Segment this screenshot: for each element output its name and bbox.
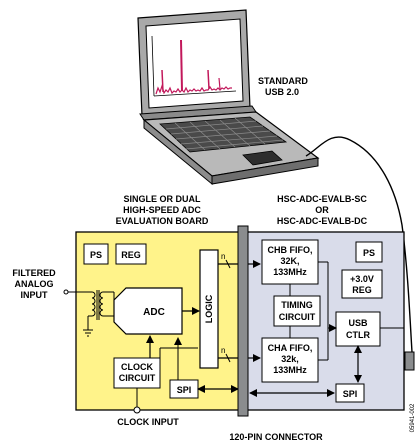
timing-circuit-line2: CIRCUIT bbox=[279, 312, 316, 322]
laptop-screen bbox=[145, 18, 244, 109]
clock-circuit-label-line2: CIRCUIT bbox=[119, 373, 156, 383]
clock-input-label: CLOCK INPUT bbox=[117, 417, 179, 427]
capture-reg-block bbox=[341, 269, 383, 299]
logic-label: LOGIC bbox=[204, 294, 214, 323]
usb-controller-line2: CTLR bbox=[346, 330, 370, 340]
laptop-icon bbox=[137, 9, 320, 186]
usb-plug bbox=[404, 351, 415, 371]
laptop-keyboard bbox=[159, 116, 288, 153]
eval-ps-block bbox=[83, 243, 109, 265]
timing-circuit-line1: TIMING bbox=[281, 300, 313, 310]
eval-spi-label: SPI bbox=[177, 385, 192, 395]
eval-board-title-line2: HIGH-SPEED ADC bbox=[123, 205, 201, 215]
chb-fifo-line2: 32K, bbox=[280, 256, 299, 266]
cha-fifo-line3: 133MHz bbox=[273, 365, 307, 375]
cha-fifo-block bbox=[261, 337, 319, 383]
eval-board-title-line3: EVALUATION BOARD bbox=[116, 216, 209, 226]
capture-ps-label: PS bbox=[363, 248, 375, 258]
eval-reg-label: REG bbox=[121, 250, 141, 260]
clock-circuit-label-line1: CLOCK bbox=[121, 362, 153, 372]
filtered-input-line3: INPUT bbox=[21, 290, 49, 300]
figure-id: 05941-002 bbox=[410, 403, 416, 432]
bus-width-bottom: n bbox=[221, 346, 225, 355]
spectrum-plot bbox=[151, 35, 237, 97]
cha-fifo-line1: CHA FIFO, bbox=[268, 343, 313, 353]
clock-input-connector bbox=[133, 406, 141, 414]
capture-board-title-line1: HSC-ADC-EVALB-SC bbox=[277, 194, 367, 204]
capture-spi-label: SPI bbox=[343, 389, 358, 399]
adc-block bbox=[113, 287, 183, 335]
capture-reg-line2: REG bbox=[352, 285, 372, 295]
transformer-symbol bbox=[70, 290, 115, 337]
connector-label: 120-PIN CONNECTOR bbox=[229, 432, 323, 442]
capture-board-title-line3: HSC-ADC-EVALB-DC bbox=[277, 216, 368, 226]
usb-controller-line1: USB bbox=[348, 318, 368, 328]
eval-board-title-line1: SINGLE OR DUAL bbox=[123, 194, 201, 204]
usb-cable bbox=[305, 136, 413, 353]
bus-width-top: n bbox=[221, 252, 225, 261]
eval-ps-label: PS bbox=[90, 250, 102, 260]
capture-ps-block bbox=[355, 241, 383, 263]
filtered-input-line2: ANALOG bbox=[15, 279, 54, 289]
capture-reg-line1: +3.0V bbox=[350, 274, 374, 284]
capture-spi-block bbox=[335, 383, 365, 403]
chb-fifo-line3: 133MHz bbox=[273, 267, 307, 277]
eval-reg-block bbox=[115, 243, 147, 265]
pin-connector bbox=[237, 225, 249, 417]
laptop-label-line2: USB 2.0 bbox=[265, 87, 299, 97]
chb-fifo-line1: CHB FIFO, bbox=[268, 245, 313, 255]
logic-block bbox=[199, 249, 219, 369]
clock-circuit-block bbox=[113, 357, 161, 389]
laptop-label-line1: STANDARD bbox=[258, 76, 308, 86]
chb-fifo-block bbox=[261, 239, 319, 285]
filtered-input-line1: FILTERED bbox=[12, 268, 56, 278]
timing-circuit-block bbox=[273, 295, 321, 327]
adc-label: ADC bbox=[143, 307, 165, 318]
cha-fifo-line2: 32k, bbox=[281, 354, 299, 364]
laptop-touchpad bbox=[242, 150, 283, 166]
capture-board-title-line2: OR bbox=[315, 205, 329, 215]
